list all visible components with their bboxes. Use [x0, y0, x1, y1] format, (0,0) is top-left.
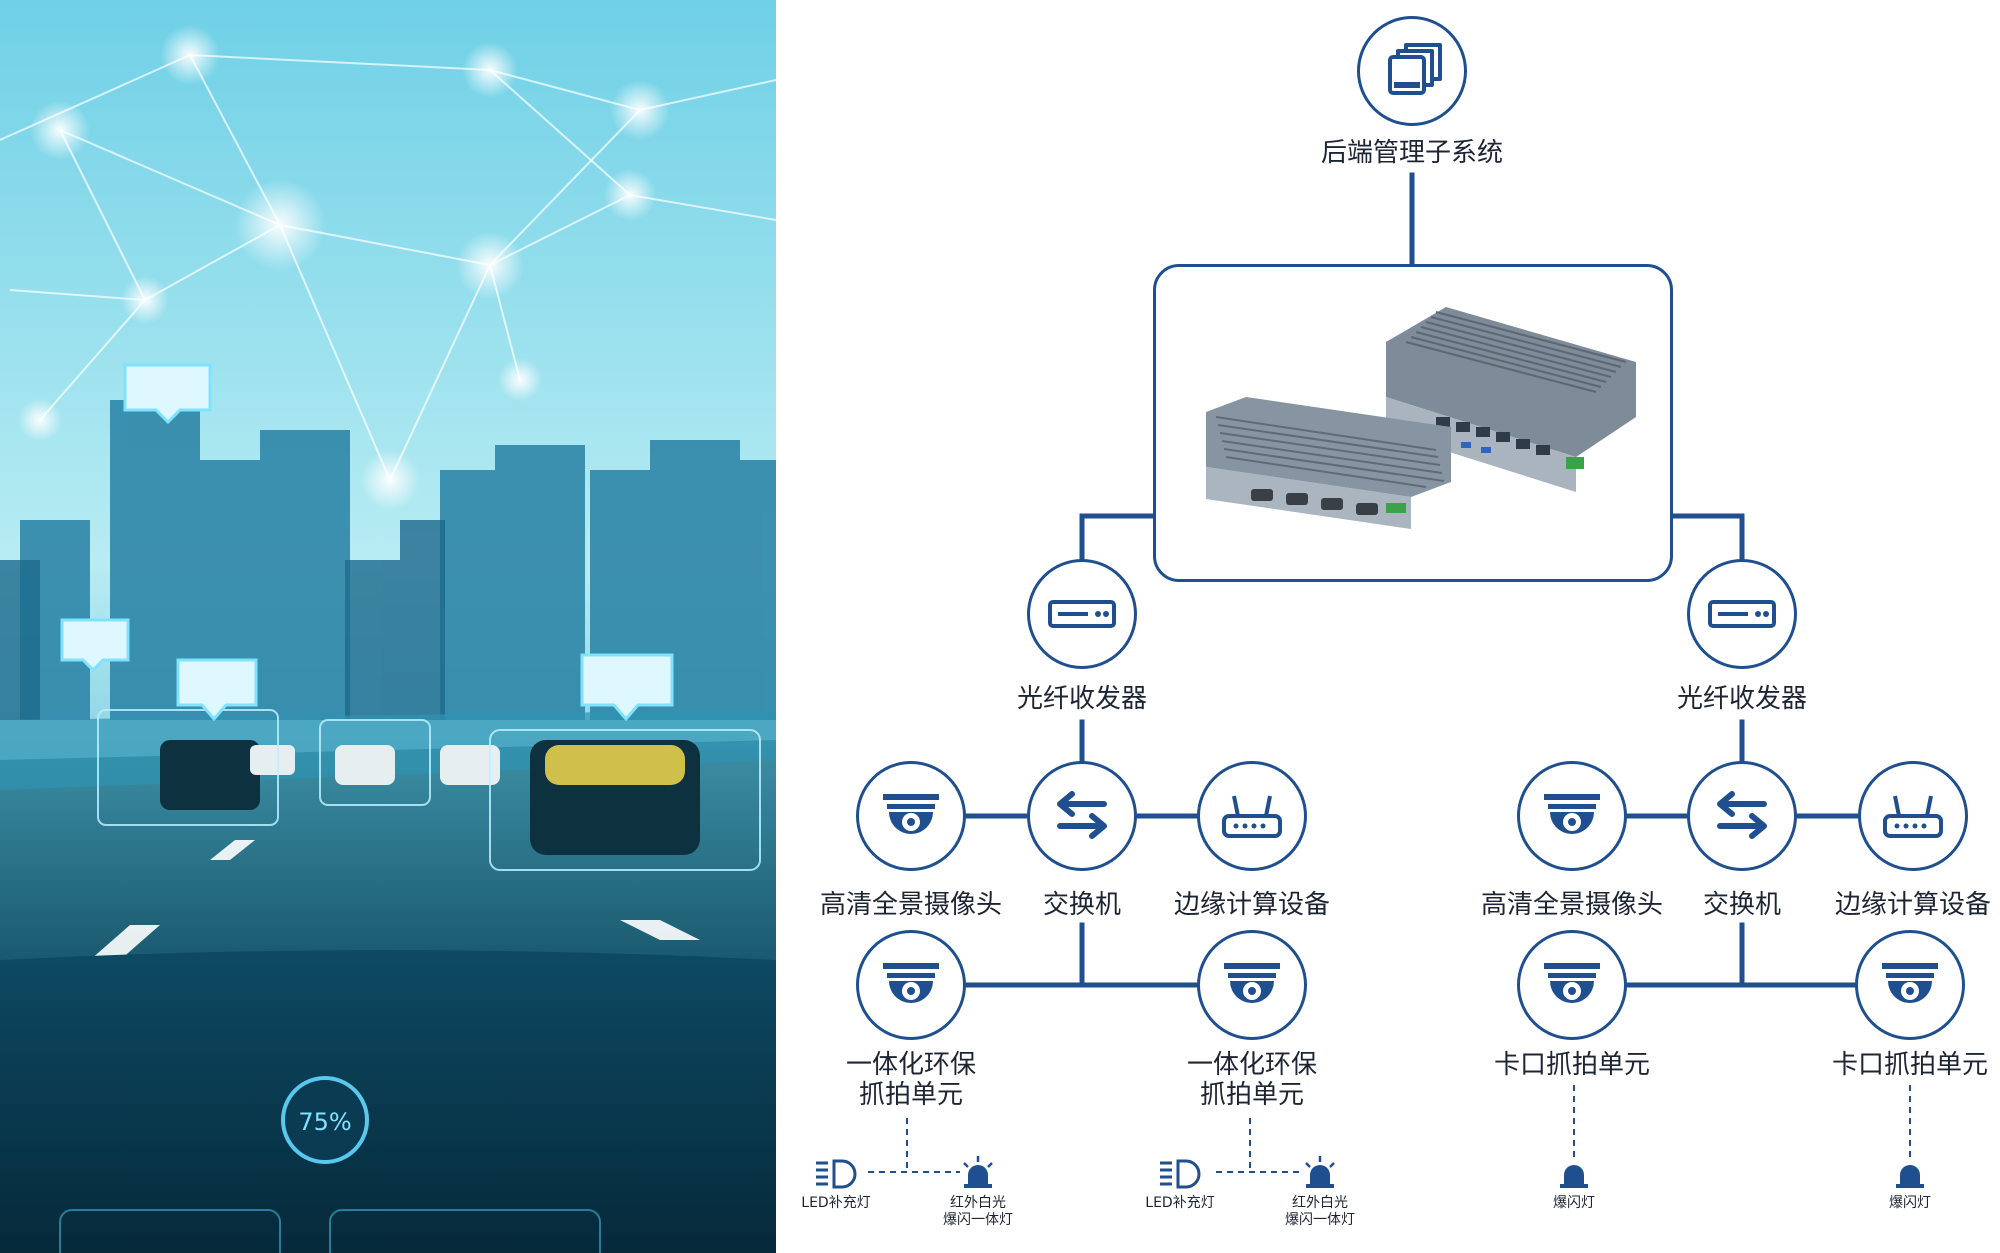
checkpoint-capture-unit-node-2b	[1855, 930, 1965, 1040]
fiber-transceiver-label-2: 光纤收发器	[1676, 684, 1808, 714]
transceiver-box-icon	[1048, 600, 1116, 628]
ir-strobe-light-label-2: 红外白光 爆闪一体灯	[1285, 1195, 1355, 1229]
dome-camera-icon	[1544, 794, 1600, 834]
smart-traffic-photo: 75%	[0, 0, 776, 1253]
led-fill-light-icon	[1160, 1159, 1201, 1189]
dome-camera-icon	[1224, 963, 1280, 1003]
fiber-transceiver-label-1: 光纤收发器	[1016, 684, 1148, 714]
ir-strobe-line1: 红外白光	[950, 1195, 1006, 1211]
eco-capture-unit-label-1b: 一体化环保 抓拍单元	[1187, 1050, 1317, 1110]
backend-management-label: 后端管理子系统	[1320, 138, 1504, 168]
backend-management-node	[1357, 16, 1467, 126]
panoramic-camera-node-1	[856, 761, 966, 871]
speed-gauge-readout: 75%	[298, 1108, 351, 1136]
eco-capture-unit-label-1a: 一体化环保 抓拍单元	[846, 1050, 976, 1110]
panoramic-camera-label-2: 高清全景摄像头	[1480, 890, 1664, 920]
strobe-light-label-4: 爆闪灯	[1889, 1195, 1931, 1211]
dome-camera-icon	[883, 963, 939, 1003]
edge-computing-label-2: 边缘计算设备	[1834, 890, 1992, 920]
strobe-light-icon	[963, 1156, 993, 1188]
panoramic-camera-node-2	[1517, 761, 1627, 871]
stacked-windows-icon	[1388, 43, 1442, 95]
fanless-industrial-pc-image	[1206, 307, 1636, 529]
fiber-transceiver-node-2	[1687, 559, 1797, 669]
checkpoint-capture-unit-label-2a: 卡口抓拍单元	[1493, 1050, 1651, 1080]
city-traffic-illustration: 75%	[0, 0, 776, 1253]
strobe-light-icon	[1305, 1156, 1335, 1188]
switch-label-1: 交换机	[1042, 890, 1122, 920]
industrial-computer-panel	[1153, 264, 1673, 582]
ir-strobe-line2: 爆闪一体灯	[1285, 1212, 1355, 1228]
eco-capture-unit-node-1a	[856, 930, 966, 1040]
router-icon	[1222, 795, 1282, 838]
ir-strobe-line1: 红外白光	[1292, 1195, 1348, 1211]
ir-strobe-light-label-1: 红外白光 爆闪一体灯	[943, 1195, 1013, 1229]
led-fill-light-icon	[816, 1159, 857, 1189]
swap-arrows-icon	[1717, 791, 1767, 839]
switch-node-1	[1027, 761, 1137, 871]
checkpoint-capture-unit-label-2b: 卡口抓拍单元	[1831, 1050, 1989, 1080]
eco-capture-unit-line2: 抓拍单元	[1199, 1080, 1305, 1110]
connector-lines	[868, 172, 1911, 1173]
led-fill-light-label-1: LED补充灯	[801, 1195, 871, 1211]
eco-capture-unit-node-1b	[1197, 930, 1307, 1040]
strobe-light-icon	[1896, 1165, 1924, 1188]
ir-strobe-line2: 爆闪一体灯	[943, 1212, 1013, 1228]
strobe-light-label-3: 爆闪灯	[1553, 1195, 1595, 1211]
edge-computing-label-1: 边缘计算设备	[1173, 890, 1331, 920]
edge-computing-node-1	[1197, 761, 1307, 871]
switch-label-2: 交换机	[1702, 890, 1782, 920]
eco-capture-unit-line1: 一体化环保	[1186, 1050, 1318, 1080]
router-icon	[1883, 795, 1943, 838]
panoramic-camera-label-1: 高清全景摄像头	[819, 890, 1003, 920]
swap-arrows-icon	[1057, 791, 1107, 839]
dome-camera-icon	[1544, 963, 1600, 1003]
system-architecture-diagram: 后端管理子系统	[776, 0, 2000, 1253]
led-fill-light-label-2: LED补充灯	[1145, 1195, 1215, 1211]
dome-camera-icon	[1882, 963, 1938, 1003]
fiber-transceiver-node-1	[1027, 559, 1137, 669]
dome-camera-icon	[883, 794, 939, 834]
strobe-light-icon	[1560, 1165, 1588, 1188]
transceiver-box-icon	[1708, 600, 1776, 628]
eco-capture-unit-line2: 抓拍单元	[858, 1080, 964, 1110]
eco-capture-unit-line1: 一体化环保	[845, 1050, 977, 1080]
switch-node-2	[1687, 761, 1797, 871]
edge-computing-node-2	[1858, 761, 1968, 871]
checkpoint-capture-unit-node-2a	[1517, 930, 1627, 1040]
